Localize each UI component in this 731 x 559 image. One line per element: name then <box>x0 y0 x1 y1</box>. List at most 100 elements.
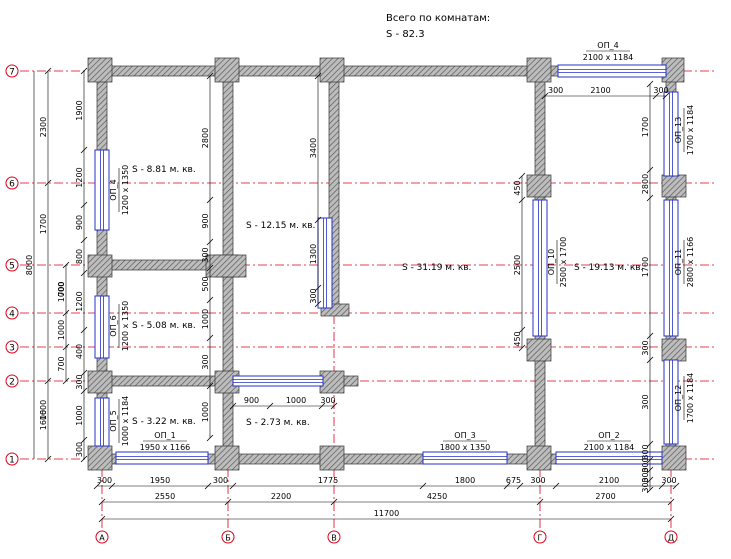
dim-b-col-tick <box>206 296 214 304</box>
axis-label-5: 5 <box>9 262 15 272</box>
total-area-value: S - 82.3 <box>386 29 425 40</box>
dim-total-h-value: 11700 <box>374 509 399 518</box>
dim-right-col-tick <box>646 332 654 340</box>
op-10-size: 2500 х 1700 <box>559 237 568 288</box>
op-3-size: 1800 х 1350 <box>440 443 491 452</box>
dim-mid-h-value: 300 <box>320 396 335 405</box>
dim-b-col-tick <box>206 334 214 342</box>
dim-top-value: 2100 <box>590 86 610 95</box>
dim-top-value: 300 <box>653 86 668 95</box>
dim-right-col-value: 300 <box>641 340 650 355</box>
op-13-title: ОП_13 <box>674 117 683 144</box>
dim-left-inner-value: 900 <box>75 215 84 230</box>
dim-right-col-value: 300 <box>641 467 650 482</box>
dim-bottom1-tick <box>658 482 666 490</box>
dim-g-col-tick <box>518 344 526 352</box>
dim-right-col-tick <box>646 166 654 174</box>
dim-b-col-tick <box>206 72 214 80</box>
dimensions: 1600230016001700800070010007001000190012… <box>25 67 680 523</box>
wall-segment <box>526 57 552 83</box>
op-11-size: 2800 х 1166 <box>686 237 695 288</box>
dim-left-mid-tick <box>62 261 70 269</box>
dim-left-inner-tick <box>80 436 88 444</box>
dim-bottom1-value: 300 <box>661 476 676 485</box>
op-6-size: 1200 х 1350 <box>121 301 130 352</box>
total-area-label: Всего по комнатам: <box>386 13 491 24</box>
axis-label-2: 2 <box>9 378 15 388</box>
dim-right-col-value: 300 <box>641 394 650 409</box>
dim-bottom2-tick <box>98 498 106 506</box>
window-frame <box>317 217 333 309</box>
axis-bubble <box>5 374 19 388</box>
dim-bottom2-value: 2700 <box>595 492 615 501</box>
axis-label-7: 7 <box>9 68 15 78</box>
op-3-label: ОП_3 1800 х 1350 <box>440 431 491 452</box>
dim-left-inner-value: 1900 <box>75 100 84 120</box>
dim-left-inner-value: 1200 <box>75 291 84 311</box>
dim-left-inner-tick <box>80 146 88 154</box>
dim-bottom1-value: 675 <box>506 476 521 485</box>
dim-bottom1-tick <box>419 482 427 490</box>
dim-left-outer-value: 1600 <box>39 400 48 420</box>
dim-left-inner-value: 800 <box>75 249 84 264</box>
dim-g-col-value: 2500 <box>513 255 522 275</box>
dim-b-col-value: 900 <box>201 213 210 228</box>
window-frame <box>663 199 679 337</box>
dim-left-mid-tick <box>62 377 70 385</box>
dim-left-mid-value: 700 <box>57 356 66 371</box>
dim-left-inner-tick <box>80 326 88 334</box>
axis-bubble <box>664 530 678 544</box>
dim-bottom1-value: 1800 <box>455 476 475 485</box>
dim-right-col-value: 300 <box>641 444 650 459</box>
wall-segment <box>319 57 345 83</box>
dim-right-col-value: 2800 <box>641 174 650 194</box>
dim-left-mid-tick <box>62 343 70 351</box>
dim-mid-h-tick <box>266 402 274 410</box>
op-12-size: 1700 х 1184 <box>686 373 695 424</box>
wall-segment <box>214 445 240 471</box>
window-frame <box>94 149 110 231</box>
dim-left-inner-value: 1200 <box>75 167 84 187</box>
wall-segment <box>87 445 113 471</box>
window-frame <box>663 359 679 445</box>
dim-bottom1-value: 300 <box>97 476 112 485</box>
dim-top-tick <box>541 92 549 100</box>
dim-mid-h-tick <box>318 402 326 410</box>
wall-segment <box>319 445 345 471</box>
axis-label-Г: Г <box>538 534 543 543</box>
wall-segment <box>214 57 240 83</box>
dim-bottom1-value: 2100 <box>599 476 619 485</box>
op-4w-title: ОП_4 <box>109 179 118 200</box>
dim-mid-h-tick <box>330 402 338 410</box>
op-4w-size: 1200 х 1350 <box>121 165 130 216</box>
window-frame <box>557 64 667 78</box>
dim-g-col-value: 450 <box>513 180 522 195</box>
window-frame <box>532 199 548 337</box>
room-4-area: S - 19.13 м. кв. <box>574 263 643 273</box>
op-4-size: 2100 х 1184 <box>583 53 634 62</box>
window-frame <box>555 451 663 465</box>
dim-bottom1-value: 300 <box>213 476 228 485</box>
wall-segment <box>319 370 345 394</box>
wall-segment <box>526 445 552 471</box>
axis-bubble <box>5 258 19 272</box>
axis-bubble <box>95 530 109 544</box>
dim-right-col-value: 1700 <box>641 257 650 277</box>
room-2-area: S - 12.15 м. кв. <box>246 221 315 231</box>
dim-b-col-tick <box>206 196 214 204</box>
op-3-title: ОП_3 <box>454 431 475 440</box>
dim-g-col-tick <box>518 196 526 204</box>
dim-total-value: 8000 <box>25 255 34 275</box>
wall-segment <box>526 338 552 362</box>
dim-b-col-tick <box>206 434 214 442</box>
op-1-title: ОП_1 <box>154 431 175 440</box>
dim-right-col-tick <box>646 476 654 484</box>
op-6-title: ОП_6 <box>109 315 118 336</box>
dim-left-mid-value: 1000 <box>57 320 66 340</box>
axis-bubble <box>5 306 19 320</box>
dim-b-col-tick <box>206 264 214 272</box>
dim-left-mid-tick <box>62 309 70 317</box>
